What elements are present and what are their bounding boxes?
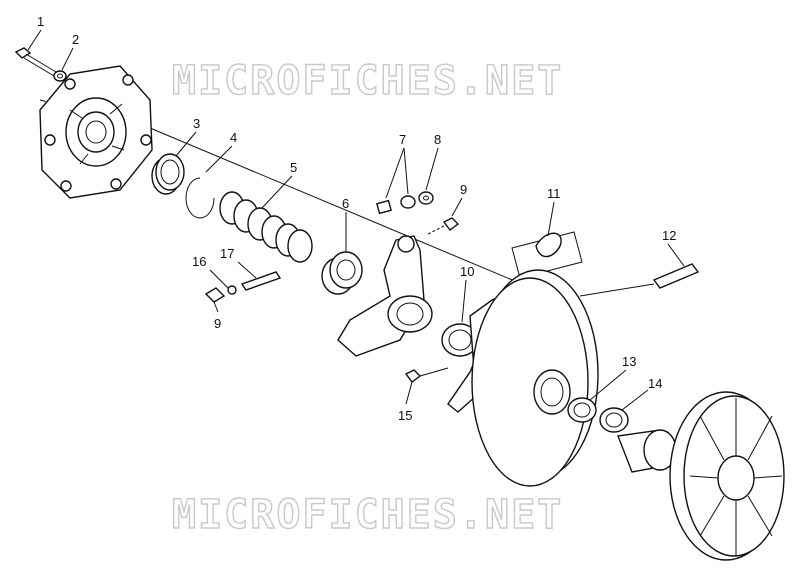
spring-part — [219, 191, 313, 263]
callout-12: 12 — [662, 228, 676, 243]
callout-9-lower: 9 — [214, 316, 221, 331]
weight-pin-assembly — [204, 271, 282, 303]
bushing-part — [151, 153, 185, 195]
callout-13: 13 — [622, 354, 636, 369]
callout-10: 10 — [460, 264, 474, 279]
callout-2: 2 — [72, 32, 79, 47]
sheave-arm-part — [337, 235, 433, 357]
pin-part — [652, 263, 700, 289]
snap-ring-part — [185, 177, 215, 219]
screw-part — [404, 367, 449, 383]
thrust-washer-part — [599, 407, 629, 433]
callout-8: 8 — [434, 132, 441, 147]
callout-14: 14 — [648, 376, 662, 391]
callout-6: 6 — [342, 196, 349, 211]
spacer-washer-part — [567, 397, 597, 423]
callout-9-upper: 9 — [460, 182, 467, 197]
callout-15: 15 — [398, 408, 412, 423]
callout-7: 7 — [399, 132, 406, 147]
washer-part — [53, 70, 67, 82]
decal-part — [511, 231, 583, 279]
callout-5: 5 — [290, 160, 297, 175]
callout-3: 3 — [193, 116, 200, 131]
roller-washer-set — [376, 191, 434, 215]
watermark-top: MICROFICHES.NET — [172, 58, 563, 104]
bolt-part — [14, 47, 57, 77]
fixed-sheave-part — [447, 269, 599, 487]
cover-plate-part — [39, 65, 153, 199]
callout-4: 4 — [230, 130, 237, 145]
set-screw-part — [427, 217, 460, 235]
callout-labels: 1 2 3 4 5 6 7 8 9 10 11 12 13 14 15 16 1… — [37, 14, 676, 423]
spider-part — [321, 251, 363, 295]
pin-leader — [579, 283, 655, 297]
callout-17: 17 — [220, 246, 234, 261]
callout-leaders — [27, 29, 685, 411]
callout-11: 11 — [547, 186, 561, 201]
watermark-bottom: MICROFICHES.NET — [172, 492, 563, 538]
callout-16: 16 — [192, 254, 206, 269]
rear-sheave-part — [617, 391, 785, 561]
callout-1: 1 — [37, 14, 44, 29]
